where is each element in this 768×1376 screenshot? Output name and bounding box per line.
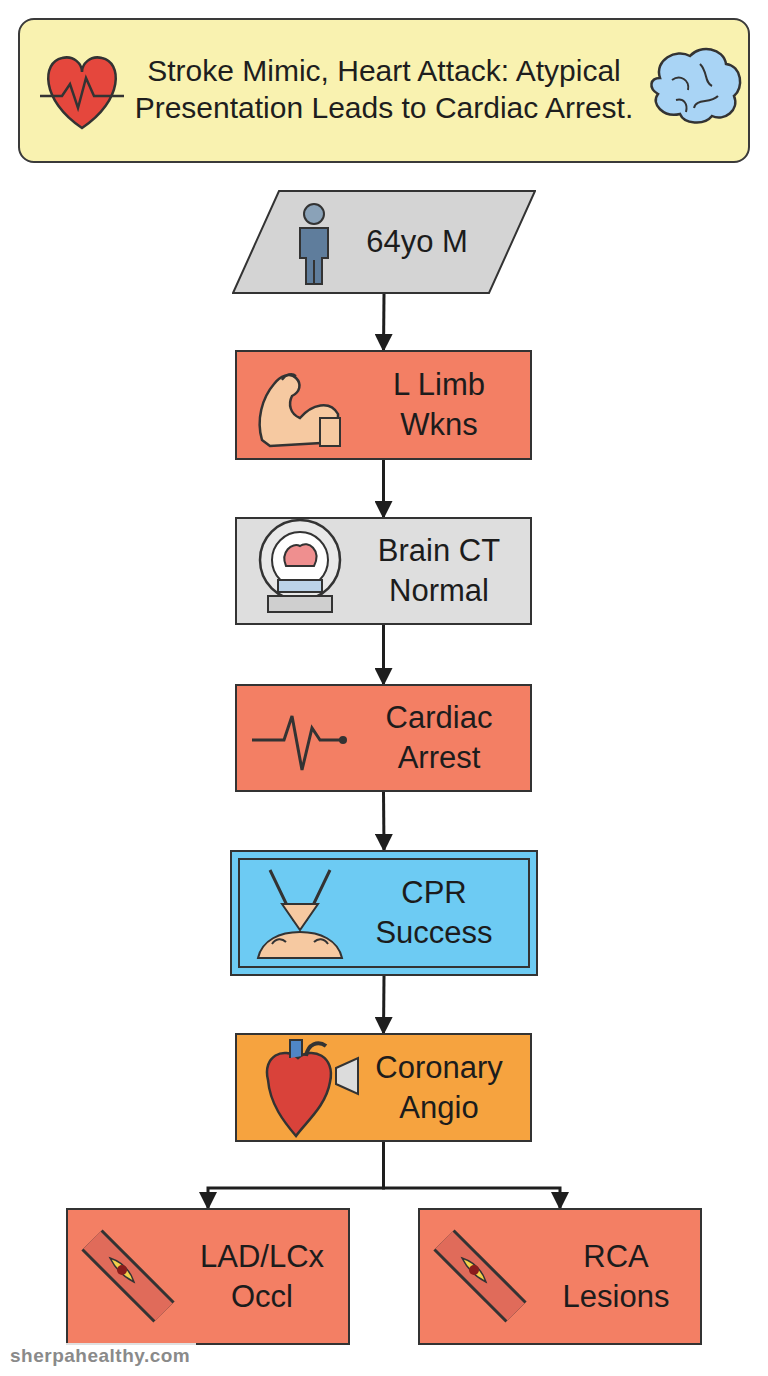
node-label: CPR Success: [359, 852, 509, 974]
title-box: [18, 18, 750, 163]
process-box: Coronary Angio: [235, 1033, 532, 1142]
brain-icon: [651, 49, 740, 123]
heart-icon: [40, 57, 124, 128]
process-box: L Limb Wkns: [235, 350, 532, 460]
node-label: Brain CT Normal: [364, 519, 514, 623]
process-box: Brain CT Normal: [235, 517, 532, 625]
arm-icon: [260, 374, 340, 446]
person-icon: [300, 204, 328, 284]
node-label: Coronary Angio: [364, 1035, 514, 1140]
parallelogram-outline: [233, 191, 535, 293]
artery-icon: [444, 1240, 516, 1312]
watermark: sherpahealthy.com: [4, 1343, 196, 1369]
title-text: Stroke Mimic, Heart Attack: Atypical Pre…: [134, 24, 634, 154]
node-label: 64yo M: [327, 190, 507, 294]
flow-arrow: [382, 625, 385, 684]
result-box: RCA Lesions: [418, 1208, 702, 1345]
ecg-icon: [252, 716, 347, 770]
node-label: RCA Lesions: [541, 1210, 691, 1343]
flow-arrow: [382, 294, 386, 350]
cpr-hands-icon: [258, 870, 342, 958]
flow-arrow: [384, 1142, 561, 1208]
flow-arrow: [382, 976, 386, 1033]
process-box: CPR Success: [230, 850, 538, 976]
node-label: Cardiac Arrest: [364, 686, 514, 790]
artery-icon: [92, 1240, 164, 1312]
flow-arrow: [382, 460, 385, 517]
process-box: Cardiac Arrest: [235, 684, 532, 792]
start-parallelogram: 64yo M: [232, 190, 536, 294]
ct-scanner-icon: [260, 520, 340, 612]
flow-arrow: [382, 792, 386, 850]
result-box: LAD/LCx Occl: [66, 1208, 350, 1345]
node-label: L Limb Wkns: [364, 352, 514, 458]
flow-arrow: [208, 1142, 384, 1208]
node-label: LAD/LCx Occl: [187, 1210, 337, 1343]
heart-anatomy-icon: [267, 1040, 358, 1136]
